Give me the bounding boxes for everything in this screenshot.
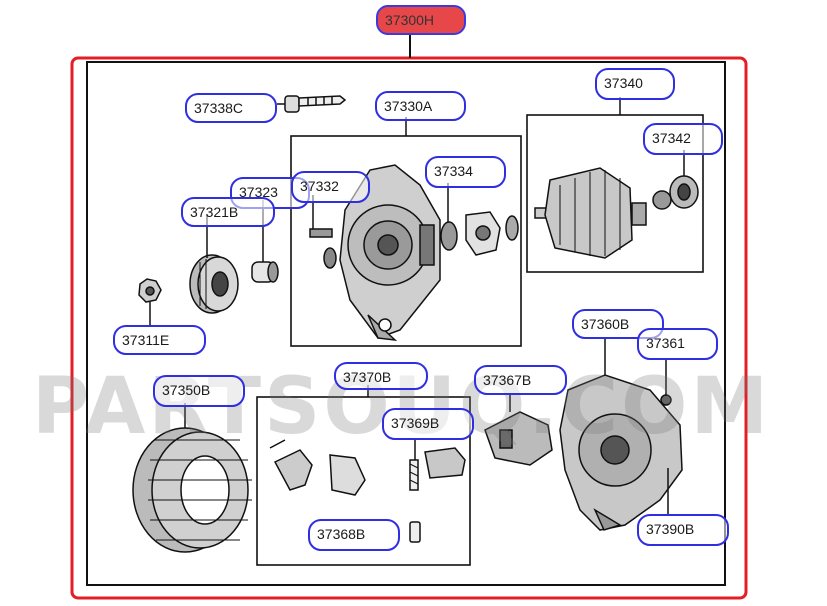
regulator-box: [256, 396, 471, 566]
callout-37330A[interactable]: 37330A: [375, 91, 466, 121]
callout-37368B[interactable]: 37368B: [308, 519, 400, 551]
callout-37390B[interactable]: 37390B: [637, 514, 729, 546]
callout-37369B[interactable]: 37369B: [382, 408, 474, 440]
rear-bearing-part: [669, 150, 699, 209]
regulator-parts: [269, 439, 466, 543]
rotor-box: [526, 114, 704, 273]
inner-frame: [86, 61, 726, 586]
stator-part: [132, 403, 252, 553]
callout-37342[interactable]: 37342: [643, 123, 723, 155]
callout-37334[interactable]: 37334: [425, 156, 506, 188]
front-housing-part: [309, 164, 441, 342]
callout-37361[interactable]: 37361: [637, 328, 718, 360]
rotor-part: [534, 167, 672, 259]
callout-37350B[interactable]: 37350B: [153, 375, 245, 407]
callout-37300H[interactable]: 37300H: [376, 5, 466, 35]
bolt-part: [277, 95, 347, 113]
spacer-part: [251, 200, 279, 283]
rear-housing-part: [559, 337, 683, 531]
pulley-part: [189, 214, 239, 314]
callout-37367B[interactable]: 37367B: [474, 365, 567, 395]
nut-part: [138, 278, 162, 325]
callout-37321B[interactable]: 37321B: [181, 197, 275, 227]
callout-37370B[interactable]: 37370B: [334, 362, 428, 390]
callout-37311E[interactable]: 37311E: [113, 325, 206, 355]
brush-holder-part: [484, 393, 553, 466]
bearing-part: [440, 183, 519, 256]
callout-37332[interactable]: 37332: [291, 171, 370, 203]
callout-37340[interactable]: 37340: [595, 68, 675, 100]
callout-37338C[interactable]: 37338C: [185, 93, 277, 123]
